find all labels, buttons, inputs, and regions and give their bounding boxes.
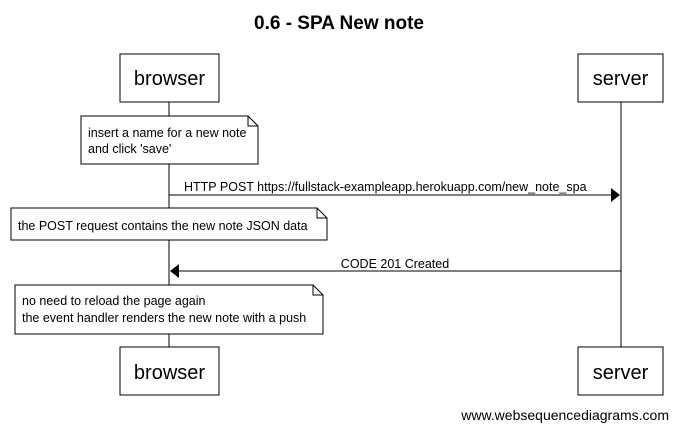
- diagram-title: 0.6 - SPA New note: [254, 13, 424, 34]
- browser-participant-label: browser: [134, 68, 205, 90]
- message-http-post: HTTP POST https://fullstack-exampleapp.h…: [169, 180, 620, 202]
- note-line: the POST request contains the new note J…: [18, 219, 308, 233]
- note-line: no need to reload the page again: [22, 294, 206, 308]
- footer-credit: www.websequencediagrams.com: [460, 407, 669, 423]
- server-participant-top: server: [577, 53, 664, 103]
- note-no-reload: no need to reload the page again the eve…: [14, 284, 324, 335]
- arrowhead-icon: [611, 188, 620, 202]
- browser-participant-bottom: browser: [119, 346, 220, 396]
- note-line: the event handler renders the new note w…: [22, 311, 306, 325]
- message-label: HTTP POST https://fullstack-exampleapp.h…: [184, 180, 587, 194]
- browser-participant-top: browser: [119, 53, 220, 103]
- note-line: insert a name for a new note: [88, 126, 246, 140]
- note-insert-name: insert a name for a new note and click '…: [80, 115, 259, 165]
- server-participant-label: server: [593, 362, 649, 384]
- message-label: CODE 201 Created: [341, 257, 449, 271]
- note-post-json: the POST request contains the new note J…: [10, 207, 328, 241]
- server-participant-label: server: [593, 68, 649, 90]
- note-line: and click 'save': [88, 142, 171, 156]
- arrowhead-icon: [170, 264, 179, 278]
- message-code-201: CODE 201 Created: [170, 257, 621, 278]
- browser-participant-label: browser: [134, 362, 205, 384]
- server-participant-bottom: server: [577, 346, 664, 396]
